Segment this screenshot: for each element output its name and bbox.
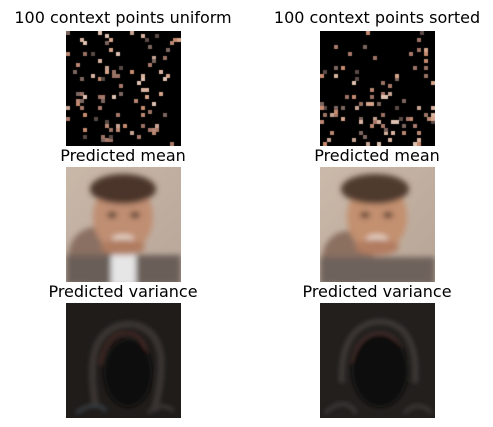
context-sorted-image bbox=[320, 31, 435, 146]
context-uniform-image bbox=[66, 31, 181, 146]
predicted-mean-title-uniform: Predicted mean bbox=[60, 146, 186, 165]
context-sorted-title: 100 context points sorted bbox=[273, 8, 481, 27]
predicted-mean-title-sorted: Predicted mean bbox=[314, 146, 440, 165]
predicted-variance-image-sorted bbox=[320, 303, 435, 418]
predicted-variance-title-sorted: Predicted variance bbox=[302, 282, 452, 301]
predicted-mean-image-uniform bbox=[66, 167, 181, 282]
predicted-variance-title-uniform: Predicted variance bbox=[48, 282, 198, 301]
predicted-mean-image-sorted bbox=[320, 167, 435, 282]
predicted-variance-image-uniform bbox=[66, 303, 181, 418]
context-uniform-title: 100 context points uniform bbox=[14, 8, 232, 27]
